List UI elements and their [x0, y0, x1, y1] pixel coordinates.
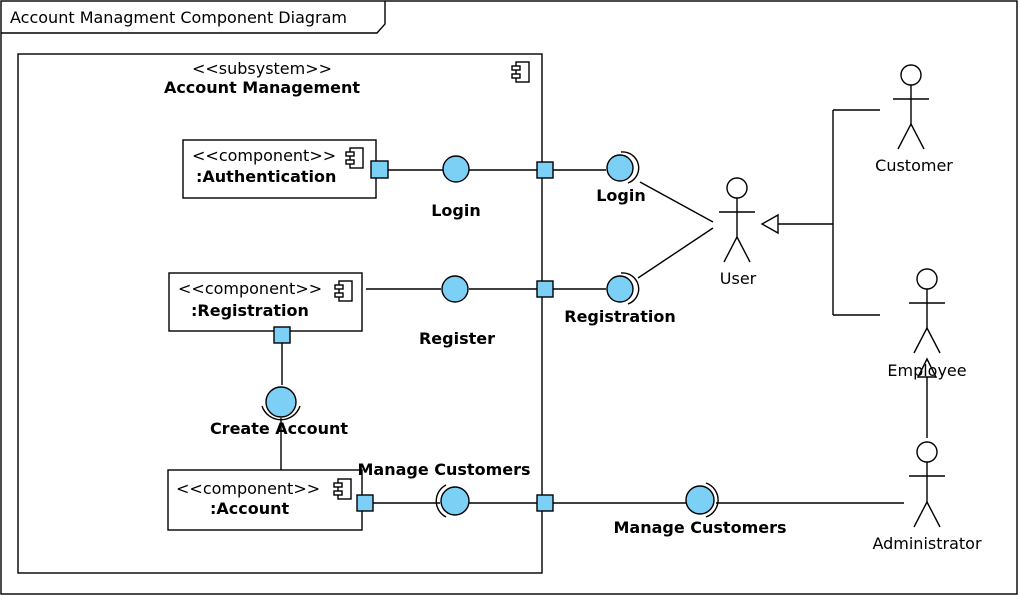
frame-title-tab	[1, 1, 386, 34]
subsystem-stereotype: <<subsystem>>	[192, 59, 332, 78]
interface-create-account[interactable]	[261, 386, 301, 421]
generalization-arrow-user	[760, 213, 779, 235]
actor-label: User	[720, 269, 757, 288]
component-stereotype: <<component>>	[176, 479, 320, 498]
label-login-required: Login	[596, 186, 646, 205]
interface-register-provided[interactable]	[441, 275, 469, 303]
actor-administrator[interactable]: Administrator	[872, 441, 982, 553]
component-icon	[334, 280, 353, 302]
connectors	[280, 109, 928, 504]
component-account[interactable]: <<component>> :Account	[167, 469, 363, 531]
subsystem-name: Account Management	[164, 78, 360, 97]
actor-label: Customer	[875, 156, 953, 175]
port-subsystem-registration[interactable]	[536, 280, 554, 298]
component-name: :Account	[210, 499, 290, 518]
interface-manage-customers-outer[interactable]	[685, 482, 719, 518]
port-account[interactable]	[356, 494, 374, 512]
actor-user[interactable]: User	[719, 177, 757, 288]
interface-registration-required[interactable]	[606, 272, 640, 305]
component-name: :Registration	[191, 301, 309, 320]
actor-head	[916, 268, 938, 290]
interface-manage-customers-inner[interactable]	[435, 484, 470, 518]
label-registration: Registration	[564, 307, 675, 326]
actor-label: Administrator	[872, 534, 981, 553]
actor-head	[900, 64, 922, 86]
interface-login-provided[interactable]	[442, 155, 470, 183]
generalization-arrow-employee	[916, 357, 938, 378]
label-login-provided: Login	[431, 201, 481, 220]
label-create-account: Create Account	[210, 419, 348, 438]
component-name: :Authentication	[196, 167, 336, 186]
label-register: Register	[419, 329, 495, 348]
component-icon	[345, 147, 364, 169]
port-subsystem-login[interactable]	[536, 161, 554, 179]
component-icon	[511, 61, 530, 83]
interface-login-required[interactable]	[606, 151, 640, 184]
component-icon	[333, 478, 352, 500]
component-box	[168, 272, 363, 332]
actor-head	[916, 441, 938, 463]
actor-head	[726, 177, 748, 199]
diagram-title: Account Managment Component Diagram	[10, 8, 347, 27]
actor-label: Employee	[887, 361, 966, 380]
label-manage-customers-inner: Manage Customers	[357, 460, 530, 479]
label-manage-customers-outer: Manage Customers	[613, 518, 786, 537]
actor-employee[interactable]: Employee	[887, 268, 967, 380]
component-box	[167, 469, 363, 531]
port-authentication[interactable]	[370, 160, 389, 179]
port-subsystem-manage-customers[interactable]	[536, 494, 554, 512]
component-stereotype: <<component>>	[178, 279, 322, 298]
component-authentication[interactable]: <<component>> :Authentication	[182, 139, 377, 199]
component-registration[interactable]: <<component>> :Registration	[168, 272, 363, 332]
port-registration[interactable]	[273, 326, 291, 344]
component-stereotype: <<component>>	[192, 146, 336, 165]
actor-customer[interactable]: Customer	[875, 64, 953, 175]
